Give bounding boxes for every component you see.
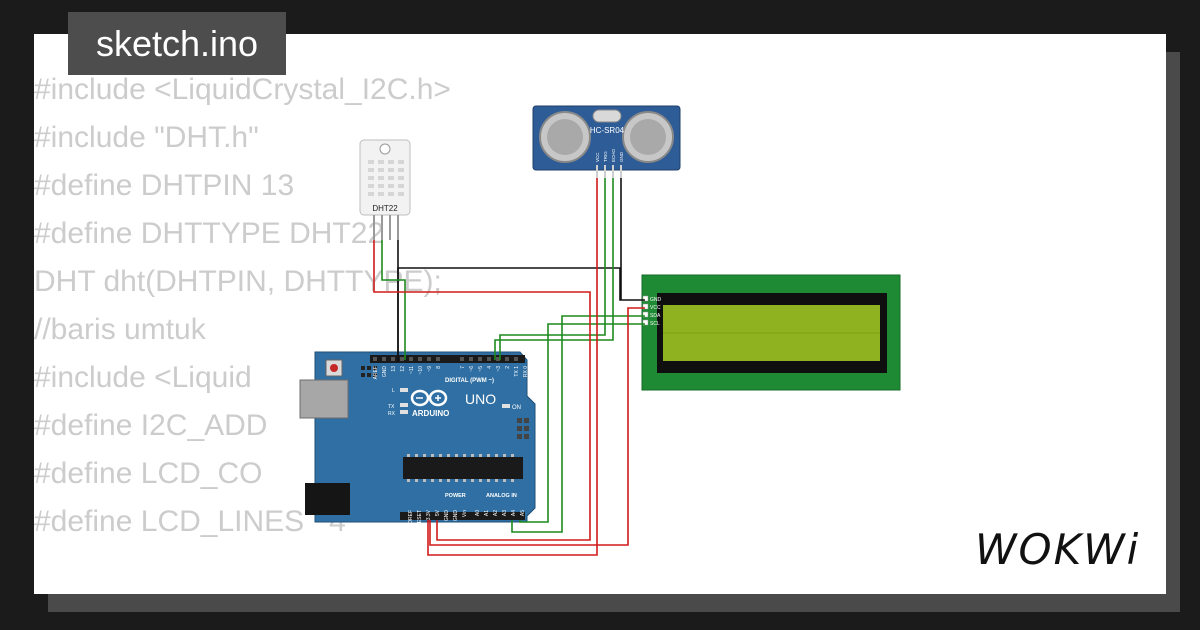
lcd-pin-scl: SCL bbox=[650, 321, 660, 327]
arduino-top-pin-label: 4 bbox=[487, 366, 493, 369]
code-line: #include <Liquid bbox=[34, 361, 252, 394]
arduino-bottom-pin-label: A1 bbox=[484, 510, 490, 516]
arduino-bottom-pin-label: 5V bbox=[435, 509, 441, 516]
arduino-bottom-pin-label: Vin bbox=[462, 510, 468, 517]
arduino-top-pin-label: 12 bbox=[400, 366, 406, 372]
hc-sr04-pin-vcc: VCC bbox=[595, 152, 600, 162]
atmega-chip bbox=[403, 457, 523, 479]
arduino-logo-icon bbox=[410, 389, 448, 407]
wire-dht-data bbox=[381, 240, 406, 360]
arduino-top-pin-label: ~6 bbox=[469, 366, 475, 372]
arduino-top-pin-label: ~10 bbox=[418, 366, 424, 375]
analog-in-label: ANALOG IN bbox=[486, 493, 517, 499]
arduino-top-pin-label: 2 bbox=[505, 366, 511, 369]
arduino-bottom-pin-label: A4 bbox=[511, 510, 517, 516]
l-led-label: L bbox=[392, 388, 395, 394]
wire-sr04-vcc bbox=[427, 178, 598, 556]
arduino-top-pin-label: AREF bbox=[373, 366, 379, 379]
arduino-bottom-pin-label: A0 bbox=[475, 510, 481, 516]
dht22-sensor[interactable]: DHT22 bbox=[359, 139, 411, 240]
hc-sr04-pin-echo: ECHO bbox=[611, 148, 616, 162]
arduino-top-pin-label: 7 bbox=[460, 366, 466, 369]
wire-lcd-vcc bbox=[429, 307, 645, 546]
arduino-top-pin-label: GND bbox=[382, 366, 388, 378]
arduino-bottom-pin-label: A3 bbox=[502, 510, 508, 516]
wire-lcd-gnd bbox=[397, 267, 645, 362]
arduino-bottom-pin-label: RESET bbox=[417, 510, 423, 527]
code-line: #define I2C_ADD bbox=[34, 409, 268, 442]
wire-sr04-trig bbox=[499, 178, 606, 360]
code-line: #define DHTTYPE DHT22 bbox=[34, 217, 385, 250]
on-led-label: ON bbox=[512, 405, 521, 411]
hc-sr04-pin-gnd: GND bbox=[619, 151, 624, 162]
dht22-label: DHT22 bbox=[372, 204, 398, 213]
wires bbox=[373, 178, 645, 556]
wire-lcd-scl bbox=[519, 323, 645, 523]
code-line: #define DHTPIN 13 bbox=[34, 169, 295, 202]
code-line: //baris umtuk bbox=[34, 313, 206, 346]
arduino-bottom-pin-label: GND bbox=[453, 510, 459, 522]
arduino-top-pin-label: 8 bbox=[436, 366, 442, 369]
code-preview: #include <LiquidCrystal_I2C.h> #include "… bbox=[34, 66, 674, 546]
wokwi-logo[interactable]: WOKWi bbox=[975, 525, 1141, 574]
code-line: #define LCD_CO bbox=[34, 457, 263, 490]
arduino-logo-text: ARDUINO bbox=[412, 409, 449, 418]
arduino-bottom-pin-label: A5 bbox=[520, 510, 526, 516]
power-analog-header bbox=[400, 512, 525, 520]
arduino-bottom-pin-label: IOREF bbox=[408, 510, 414, 525]
arduino-top-pin-label: ~3 bbox=[496, 366, 502, 372]
lcd-pin-vcc: VCC bbox=[650, 305, 661, 311]
arduino-top-pin-label: ~9 bbox=[427, 366, 433, 372]
arduino-top-pin-label: TX 1 bbox=[514, 366, 520, 377]
hc-sr04-label: HC-SR04 bbox=[590, 126, 625, 135]
arduino-top-pin-label: ~5 bbox=[478, 366, 484, 372]
rx-led-label: RX bbox=[388, 411, 396, 417]
arduino-bottom-pin-label: 3.3V bbox=[426, 509, 432, 520]
tx-led-label: TX bbox=[388, 404, 395, 410]
lcd-pin-sda: SDA bbox=[650, 313, 661, 319]
lcd-display[interactable]: GND VCC SDA SCL bbox=[641, 274, 901, 391]
lcd-pin-gnd: GND bbox=[650, 297, 662, 303]
sketch-filename-tab[interactable]: sketch.ino bbox=[68, 12, 286, 75]
wire-dht-vcc bbox=[373, 240, 591, 541]
power-label: POWER bbox=[445, 493, 466, 499]
wire-sr04-echo bbox=[494, 178, 614, 360]
arduino-bottom-pin-label: GND bbox=[444, 510, 450, 522]
arduino-top-pin-label: RX 0 bbox=[523, 366, 529, 377]
arduino-top-pin-label: ~11 bbox=[409, 366, 415, 374]
hc-sr04-sensor[interactable]: HC-SR04 VCC TRIG ECHO GND bbox=[532, 105, 681, 178]
code-line: #define LCD_LINES 4 bbox=[34, 505, 346, 538]
arduino-top-pin-label: 13 bbox=[391, 366, 397, 372]
code-line: #include <LiquidCrystal_I2C.h> bbox=[34, 73, 451, 106]
power-jack bbox=[305, 483, 350, 515]
digital-header bbox=[370, 355, 525, 363]
digital-pwm-label: DIGITAL (PWM ~) bbox=[445, 378, 494, 384]
code-line: #include "DHT.h" bbox=[34, 121, 259, 154]
arduino-bottom-pin-label: A2 bbox=[493, 510, 499, 516]
uno-model-label: UNO bbox=[465, 391, 496, 407]
usb-port bbox=[299, 379, 349, 419]
hc-sr04-pin-trig: TRIG bbox=[603, 151, 608, 162]
